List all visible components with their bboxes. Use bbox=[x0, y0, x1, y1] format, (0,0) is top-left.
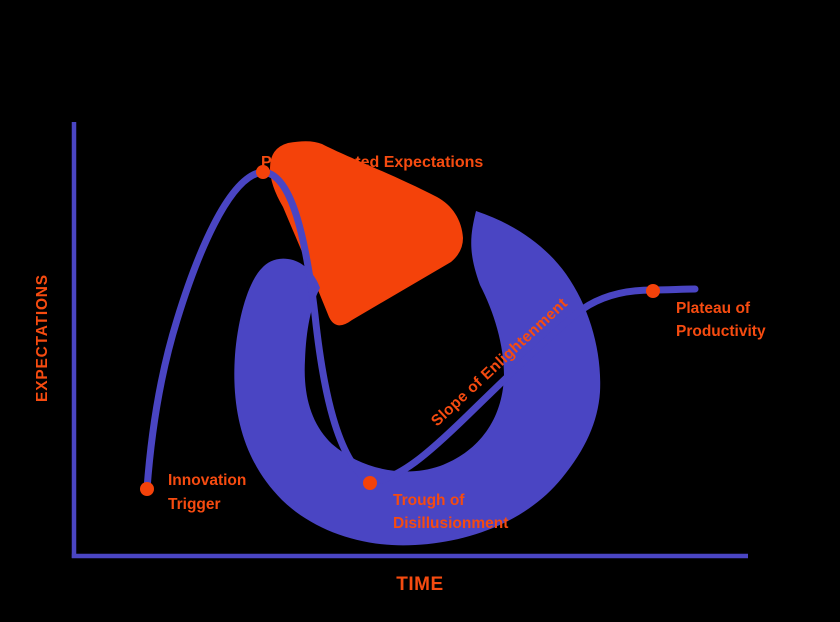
innovation-trigger-label-line1: Innovation bbox=[168, 472, 246, 489]
innovation-trigger-point bbox=[140, 482, 154, 496]
plateau-label-line2: Productivity bbox=[676, 323, 766, 340]
x-axis-label: TIME bbox=[396, 574, 443, 595]
hype-curve bbox=[143, 168, 699, 493]
trough-label-line1: Trough of bbox=[393, 492, 465, 509]
trough-swoosh-shape bbox=[234, 211, 601, 546]
plateau-label-line1: Plateau of bbox=[676, 300, 751, 317]
trough-point bbox=[363, 476, 377, 490]
peak-point bbox=[256, 165, 270, 179]
y-axis-label: EXPECTATIONS bbox=[34, 274, 51, 402]
plateau-point bbox=[646, 284, 660, 298]
trough-label-line2: Disillusionment bbox=[393, 515, 508, 532]
peak-blob-shape bbox=[270, 141, 463, 326]
innovation-trigger-label-line2: Trigger bbox=[168, 496, 221, 513]
